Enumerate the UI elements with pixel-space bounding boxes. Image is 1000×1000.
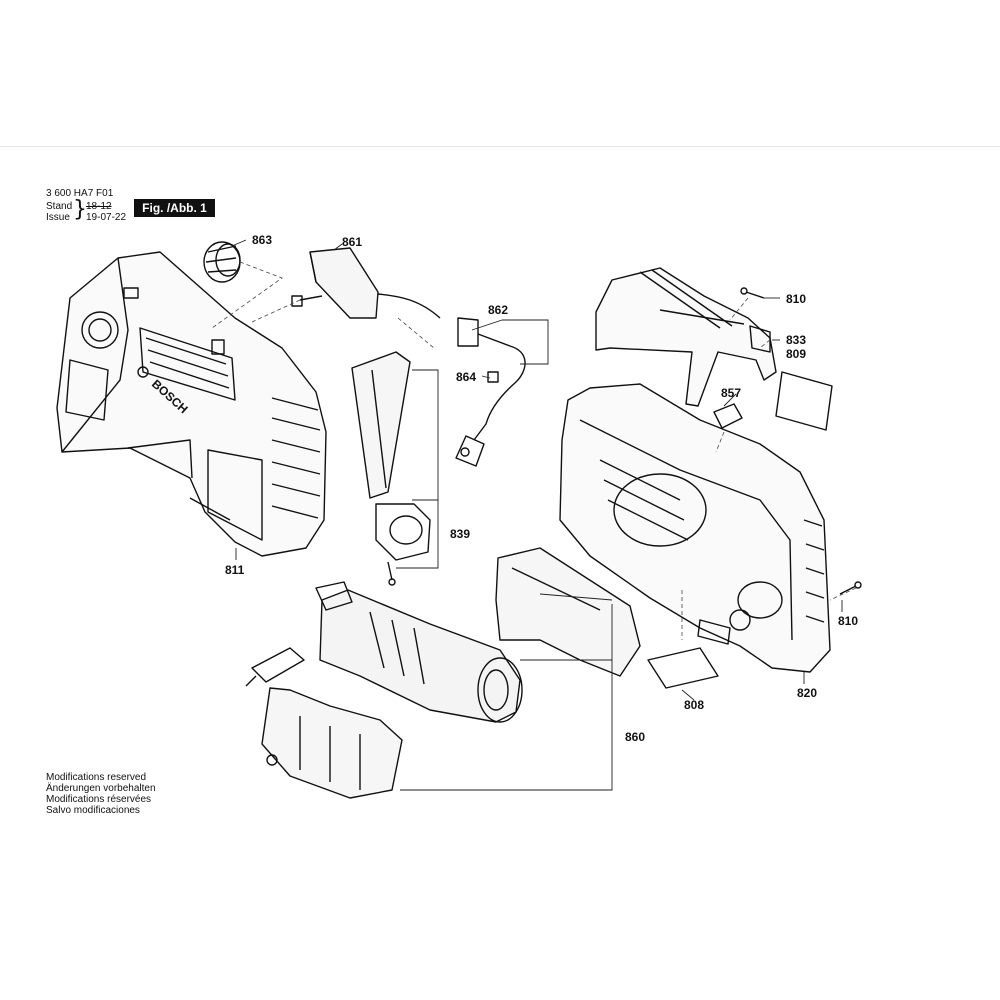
issue-label: Issue (46, 212, 70, 223)
small-part-857 (713, 403, 743, 429)
brace-glyph: } (73, 197, 87, 222)
callout-820: 820 (797, 686, 818, 700)
issue-value: 19-07-22 (86, 212, 127, 223)
page-divider (0, 146, 1000, 147)
label-sticker-809 (775, 371, 833, 431)
doc-number: 3 600 HA7 F01 (46, 188, 114, 199)
screw-top-drawing (740, 287, 765, 299)
callout-864: 864 (456, 370, 477, 384)
callout-811: 811 (225, 563, 245, 577)
stand-label: Stand (46, 201, 73, 212)
callout-863: 863 (252, 233, 273, 247)
power-cable-drawing (455, 317, 526, 467)
screw-right-drawing (839, 581, 862, 595)
modifications-notice: Modifications reserved Änderungen vorbeh… (46, 772, 156, 816)
notice-en: Modifications reserved (46, 772, 147, 783)
knob-drawing (203, 241, 241, 283)
dashed-guide-lines (211, 261, 857, 640)
figure-label: Fig. /Abb. 1 (134, 199, 215, 217)
callout-809: 809 (786, 347, 807, 361)
callout-810-top: 810 (786, 292, 807, 306)
callout-860: 860 (625, 730, 646, 744)
brand-logo-icon (137, 366, 149, 378)
bracket-drawing (351, 351, 431, 586)
notice-fr: Modifications réservées (46, 794, 152, 805)
callout-861: 861 (342, 235, 363, 249)
rear-housing-drawing (559, 383, 831, 673)
callout-810-right: 810 (838, 614, 859, 628)
notice-es: Salvo modificaciones (46, 805, 140, 816)
front-housing-drawing (56, 251, 327, 557)
switch-drawing (291, 247, 441, 319)
callout-857: 857 (721, 386, 742, 400)
leader-lines (231, 239, 843, 791)
notice-de: Änderungen vorbehalten (46, 783, 156, 794)
callout-833: 833 (786, 333, 807, 347)
top-cover-drawing (595, 267, 777, 407)
callout-808: 808 (684, 698, 705, 712)
stand-value: 18-12 (86, 201, 112, 212)
callout-862: 862 (488, 303, 509, 317)
motor-pump-drawing (245, 547, 641, 799)
callout-839: 839 (450, 527, 471, 541)
label-sticker-808 (647, 647, 719, 689)
